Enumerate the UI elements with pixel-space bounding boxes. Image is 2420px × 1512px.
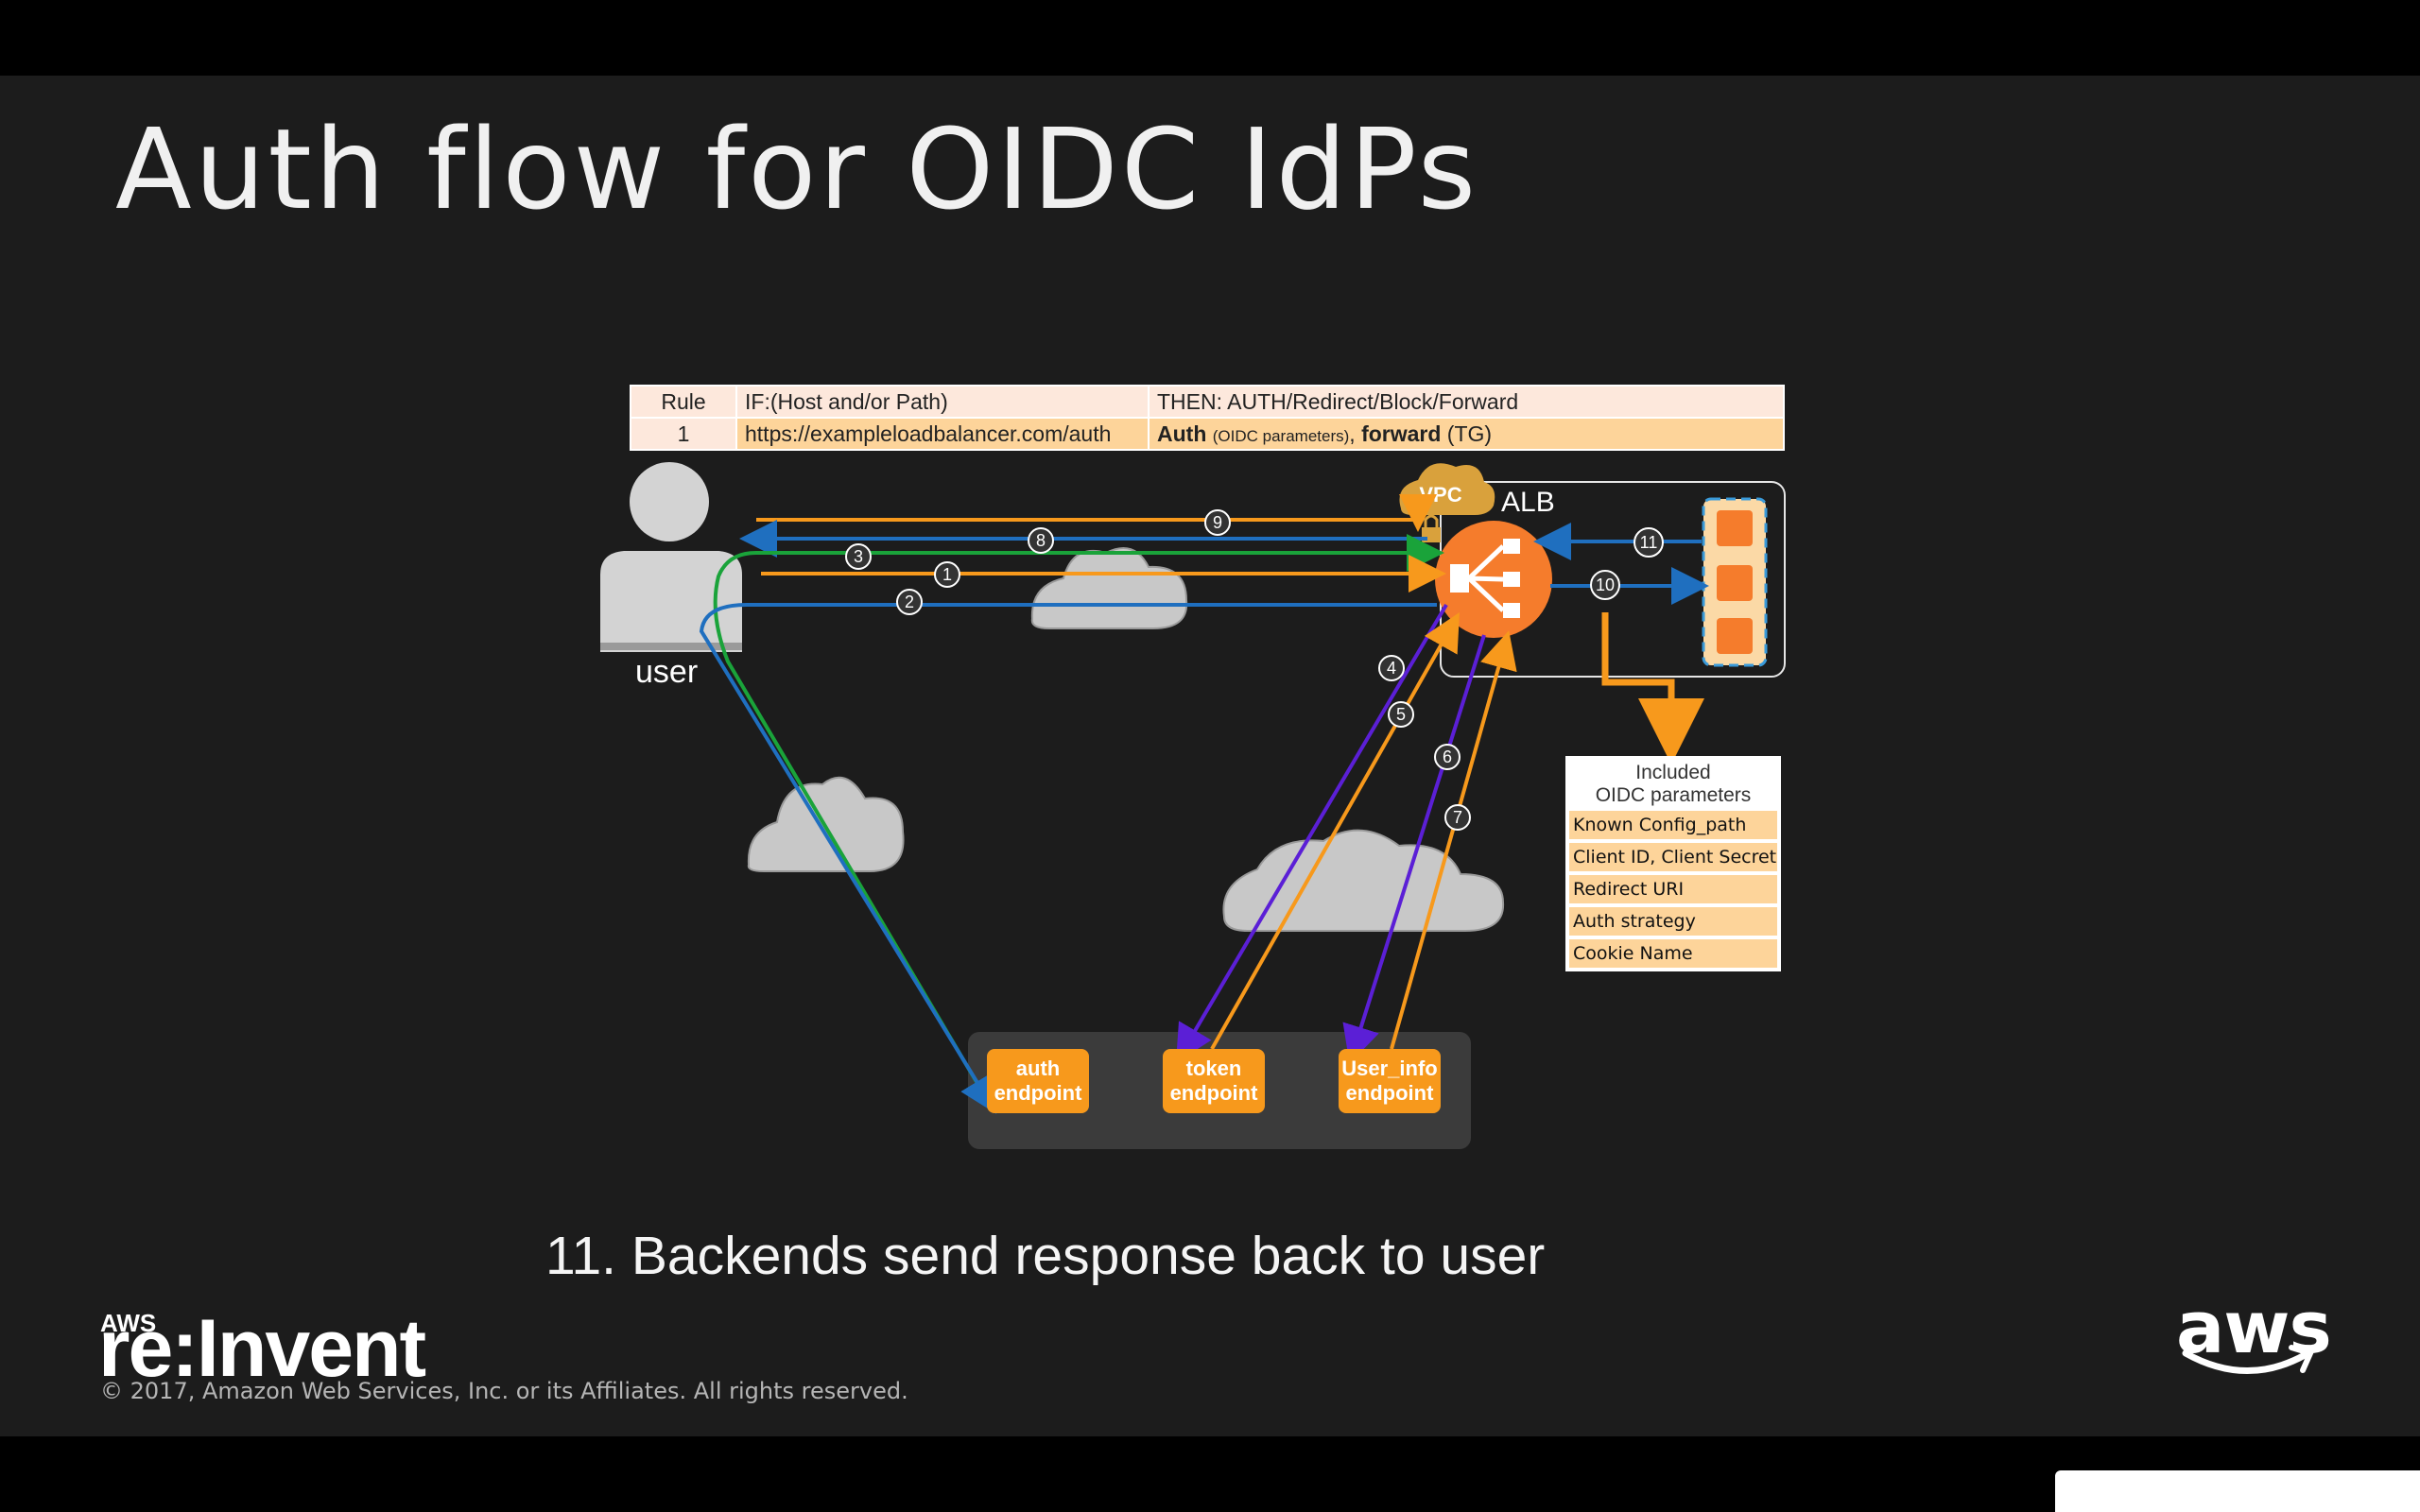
cloud-icon-bottom bbox=[1222, 829, 1505, 932]
rule-table-header-row: Rule IF:(Host and/or Path) THEN: AUTH/Re… bbox=[631, 387, 1783, 417]
svg-text:9: 9 bbox=[1213, 513, 1222, 532]
action-params: (OIDC parameters) bbox=[1212, 427, 1350, 445]
params-callout-arrow bbox=[1601, 612, 1704, 765]
step-badge-4: 4 bbox=[1378, 655, 1405, 681]
rule-header-cell: Rule bbox=[631, 387, 735, 417]
oidc-parameters-header: Included OIDC parameters bbox=[1567, 762, 1779, 807]
slide-caption: 11. Backends send response back to user bbox=[545, 1226, 1546, 1286]
flow-arrows bbox=[699, 494, 1709, 1114]
slide bbox=[0, 76, 2420, 1436]
reinvent-logo-aws: AWS bbox=[100, 1309, 157, 1337]
rule-number-cell: 1 bbox=[631, 419, 735, 449]
oidc-parameter-row: Client ID, Client Secret bbox=[1569, 843, 1777, 871]
step-badge-2: 2 bbox=[896, 589, 923, 615]
condition-header-cell: IF:(Host and/or Path) bbox=[737, 387, 1148, 417]
action-separator: , bbox=[1349, 421, 1362, 446]
userinfo-endpoint-line1: User_info bbox=[1341, 1057, 1438, 1080]
vpc-label: VPC bbox=[1419, 483, 1461, 507]
step-badge-5: 5 bbox=[1388, 701, 1414, 728]
cloud-icon-top bbox=[1030, 547, 1188, 629]
action-forward: forward bbox=[1361, 421, 1442, 446]
step-badge-8: 8 bbox=[1028, 527, 1054, 554]
svg-text:1: 1 bbox=[942, 565, 952, 584]
flow-arrow-4 bbox=[1175, 603, 1448, 1063]
flow-arrow-3 bbox=[713, 534, 1444, 1089]
flow-arrow-2 bbox=[699, 603, 1437, 1114]
svg-text:4: 4 bbox=[1387, 659, 1396, 678]
auth-endpoint-line1: auth bbox=[1015, 1057, 1061, 1080]
rule-table-row: 1 https://exampleloadbalancer.com/auth A… bbox=[631, 419, 1783, 449]
slide-title: Auth flow for OIDC IdPs bbox=[115, 104, 1479, 234]
step-badge-10: 10 bbox=[1590, 570, 1620, 600]
svg-text:3: 3 bbox=[854, 547, 863, 566]
flow-arrow-6 bbox=[1342, 634, 1486, 1064]
aws-smile-icon bbox=[2182, 1345, 2315, 1374]
oidc-parameter-row: Redirect URI bbox=[1569, 875, 1777, 903]
oidc-parameter-row: Known Config_path bbox=[1569, 811, 1777, 839]
alb-icon bbox=[1435, 521, 1552, 638]
svg-text:6: 6 bbox=[1443, 747, 1452, 766]
oidc-parameter-row: Auth strategy bbox=[1569, 907, 1777, 936]
action-auth: Auth bbox=[1157, 421, 1207, 446]
bottom-letterbox bbox=[0, 1436, 2420, 1512]
step-badge-9: 9 bbox=[1204, 509, 1231, 536]
top-letterbox bbox=[0, 0, 2420, 76]
action-cell: Auth (OIDC parameters), forward (TG) bbox=[1150, 419, 1783, 449]
step-badge-1: 1 bbox=[934, 561, 960, 588]
step-badge-7: 7 bbox=[1444, 804, 1471, 831]
rule-table: Rule IF:(Host and/or Path) THEN: AUTH/Re… bbox=[630, 385, 1785, 451]
step-badges: 1 2 3 4 5 6 7 8 9 10 11 bbox=[845, 509, 1664, 831]
flow-arrow-5 bbox=[1210, 612, 1460, 1050]
svg-text:10: 10 bbox=[1596, 576, 1615, 594]
condition-cell: https://exampleloadbalancer.com/auth bbox=[737, 419, 1148, 449]
svg-text:11: 11 bbox=[1640, 533, 1658, 552]
oidc-parameters-header-line1: Included bbox=[1635, 762, 1711, 783]
userinfo-endpoint-line2: endpoint bbox=[1345, 1081, 1434, 1105]
step-badge-6: 6 bbox=[1434, 744, 1461, 770]
corner-overlay bbox=[2055, 1470, 2420, 1512]
flow-arrow-9 bbox=[756, 494, 1437, 532]
user-icon bbox=[600, 462, 742, 652]
oidc-parameters-header-line2: OIDC parameters bbox=[1595, 784, 1752, 806]
auth-endpoint-line2: endpoint bbox=[994, 1081, 1082, 1105]
alb-label: ALB bbox=[1501, 487, 1555, 518]
step-badge-11: 11 bbox=[1634, 527, 1664, 558]
reinvent-logo: re:Invent bbox=[98, 1303, 426, 1394]
step-badge-3: 3 bbox=[845, 543, 872, 570]
user-label: user bbox=[635, 654, 699, 690]
oidc-parameter-row: Cookie Name bbox=[1569, 939, 1777, 968]
oidc-parameters-table: Included OIDC parameters Known Config_pa… bbox=[1565, 756, 1781, 971]
copyright-notice: © 2017, Amazon Web Services, Inc. or its… bbox=[100, 1378, 908, 1404]
action-header-cell: THEN: AUTH/Redirect/Block/Forward bbox=[1150, 387, 1783, 417]
token-endpoint-line1: token bbox=[1185, 1057, 1242, 1080]
svg-text:7: 7 bbox=[1453, 808, 1462, 827]
svg-text:2: 2 bbox=[905, 593, 914, 611]
flow-arrow-7 bbox=[1390, 630, 1517, 1050]
svg-text:5: 5 bbox=[1396, 705, 1406, 724]
action-tg: (TG) bbox=[1441, 421, 1493, 446]
token-endpoint-line2: endpoint bbox=[1169, 1081, 1258, 1105]
target-group-icon bbox=[1702, 497, 1768, 667]
svg-text:8: 8 bbox=[1036, 531, 1046, 550]
